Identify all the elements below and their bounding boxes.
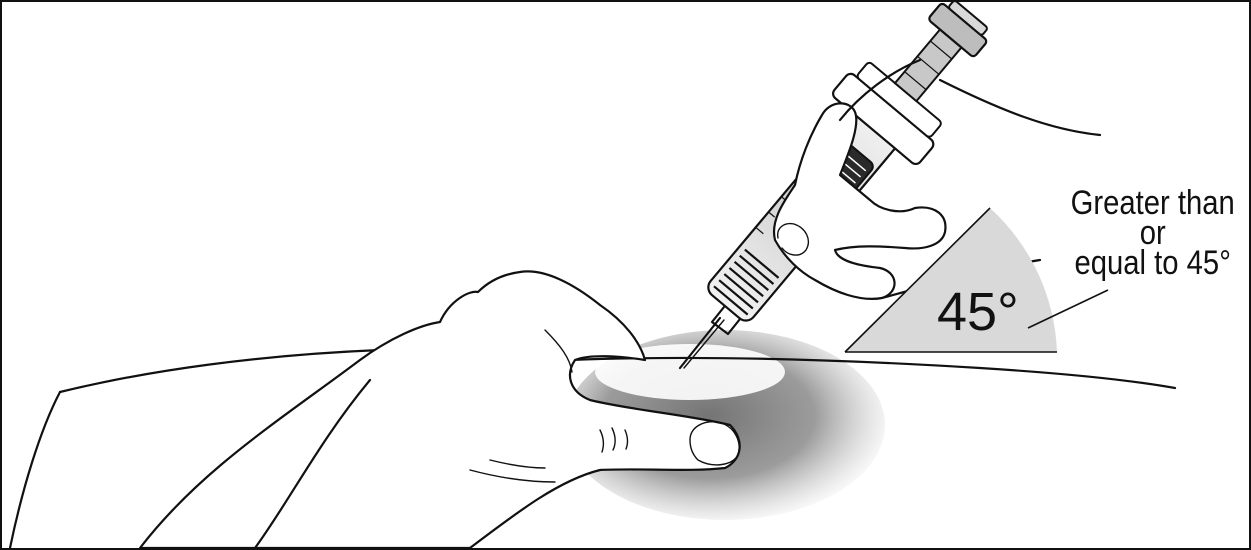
angle-label: 45° xyxy=(937,282,1019,342)
angle-caption: Greater than or equal to 45° xyxy=(1062,188,1243,278)
caption-line-3: equal to 45° xyxy=(1062,248,1243,278)
